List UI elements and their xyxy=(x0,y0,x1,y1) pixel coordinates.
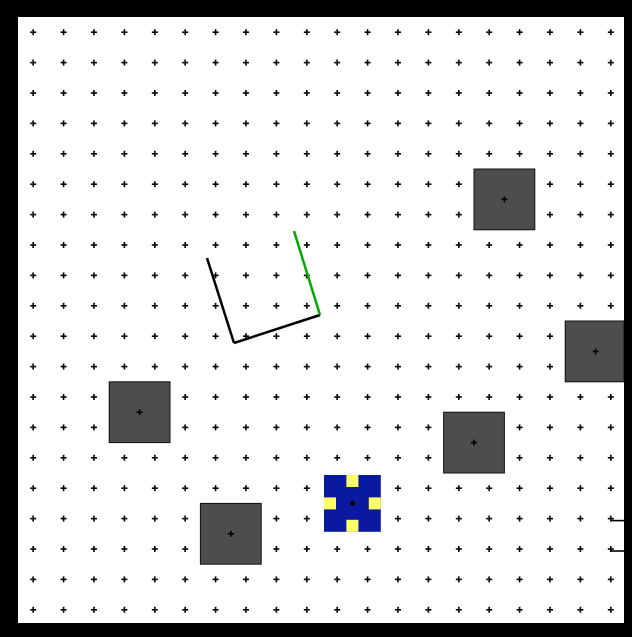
frame-right-border xyxy=(624,0,632,637)
goal-tile xyxy=(324,475,381,532)
goal-marker-top xyxy=(346,475,358,487)
goal-marker-right xyxy=(369,497,381,509)
frame-left-border xyxy=(0,0,18,637)
goal-marker-bottom xyxy=(346,520,358,532)
goal-marker-left xyxy=(324,497,336,509)
frame-top-border xyxy=(0,0,632,17)
goal-center-dot xyxy=(350,501,355,506)
frame-bottom-border xyxy=(0,623,632,637)
